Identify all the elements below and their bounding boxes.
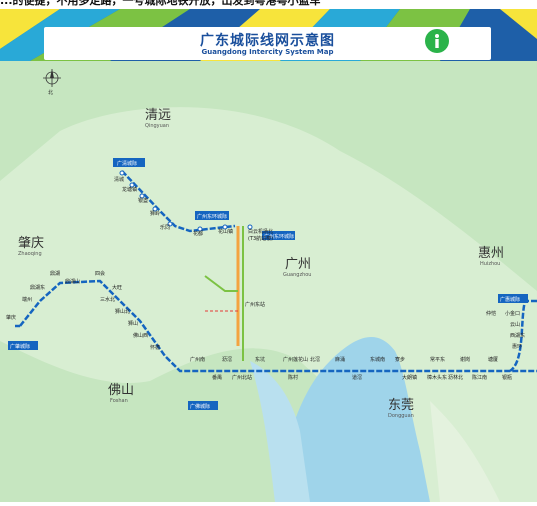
station-duanzhou[interactable]: 端州 — [22, 296, 32, 303]
stations-huizhou: 小金口 云山 西湖东 惠环 陈江南 沥林北 银瓶 樟木头东 仲恺 — [427, 310, 525, 381]
station-machong[interactable]: 麻涌 — [335, 356, 345, 363]
station-huadu[interactable]: 花都 — [193, 230, 203, 237]
map-svg: 北 清远 Qingyuan 肇庆 Zhaoqing 广州 Guangzhou 惠… — [0, 61, 537, 502]
city-foshan: 佛山 — [108, 383, 134, 398]
river-channel — [250, 361, 310, 502]
station-dongchengnan[interactable]: 东城南 — [370, 356, 385, 363]
city-guangzhou: 广州 — [285, 257, 311, 272]
compass-icon — [43, 69, 61, 87]
station-panyu[interactable]: 番禺 — [212, 374, 222, 381]
station-foshanxi[interactable]: 佛山西 — [133, 332, 148, 339]
station-qingcheng[interactable]: 清城 — [114, 176, 124, 183]
station-chencun[interactable]: 陈村 — [288, 374, 298, 381]
station-guangzhoudong[interactable]: 广州东站 — [245, 301, 265, 308]
station-lianhuashan[interactable]: 广州莲花山 — [283, 356, 308, 363]
stations-qingyuan: 清城 龙塘镇 银盏 狮岭 乐同 花都 花山镇 白云机场北 (T3航站楼) — [114, 170, 273, 242]
header-banner: 广东城际线网示意图 Guangdong Intercity System Map — [0, 9, 537, 61]
station-liaobu[interactable]: 寮步 — [395, 356, 405, 363]
station-huihuan[interactable]: 惠环 — [512, 343, 522, 350]
info-icon[interactable] — [425, 29, 449, 53]
city-huizhou-en: Huizhou — [480, 261, 500, 267]
station-lilinbei[interactable]: 沥林北 — [448, 374, 463, 381]
map-canvas: 北 清远 Qingyuan 肇庆 Zhaoqing 广州 Guangzhou 惠… — [0, 61, 537, 502]
city-foshan-en: Foshan — [110, 398, 128, 404]
stations-dongguan: 麻涌 道滘 东城南 寮步 大朗镇 常平东 谢岗 塘厦 — [335, 356, 498, 381]
city-qingyuan: 清远 — [145, 108, 171, 123]
tag-foshan-bg — [188, 401, 218, 410]
airport-link-line — [204, 275, 238, 292]
station-dinghu[interactable]: 鼎湖 — [50, 270, 60, 277]
zhaoqing-route — [19, 279, 537, 373]
line-tags: 广清城际 广州东环城际 广州东环城际 广肇城际 广惠城际 广佛城际 — [8, 158, 528, 410]
station-yinping[interactable]: 银瓶 — [502, 374, 512, 381]
city-zhaoqing-en: Zhaoqing — [18, 251, 42, 257]
station-shishan[interactable]: 狮山 — [128, 320, 138, 327]
city-zhaoqing: 肇庆 — [18, 236, 44, 251]
station-sanshuibei[interactable]: 三水北 — [100, 296, 115, 303]
station-yinzhan[interactable]: 银盏 — [138, 197, 148, 204]
tag-qingyuan-bg — [113, 158, 145, 167]
stations-south: 广州南 沥滘 番禺 广州北站 东坑 广州莲花山 陈村 北滘 — [190, 356, 320, 381]
city-qingyuan-en: Qingyuan — [145, 123, 169, 129]
top-text: ...的便捷，不用多走路，一号城际地铁开放，出发到粤港粤小蓝车 — [0, 0, 321, 7]
tag-zhaoqing-line[interactable]: 广肇城际 — [10, 343, 30, 350]
station-huaide[interactable]: 怀德 — [150, 344, 160, 351]
station-dinghushan[interactable]: 鼎湖山 — [65, 278, 80, 285]
station-beijiao[interactable]: 北滘 — [310, 356, 320, 363]
river-delta — [275, 337, 430, 502]
station-xiaojinkou[interactable]: 小金口 — [505, 310, 520, 317]
station-dinghudong[interactable]: 鼎湖东 — [30, 284, 45, 291]
station-huashanzhen[interactable]: 花山镇 — [218, 228, 233, 235]
station-xiegang[interactable]: 谢岗 — [460, 356, 470, 363]
stations-zhaoqing: 鼎湖 四会 大旺 三水北 狮山北 狮山 佛山西 怀德 肇庆 端州 鼎湖东 鼎湖山 — [6, 270, 160, 351]
station-zhongkai[interactable]: 仲恺 — [486, 310, 496, 317]
station-longtang[interactable]: 龙塘镇 — [122, 186, 137, 193]
station-guangzhoubei[interactable]: 广州北站 — [232, 374, 252, 381]
station-chenjiangnan[interactable]: 陈江南 — [472, 374, 487, 381]
station-lijiao[interactable]: 沥滘 — [222, 356, 232, 363]
city-dongguan-en: Dongguan — [388, 413, 414, 419]
station-dawang[interactable]: 大旺 — [112, 284, 122, 291]
city-dongguan: 东莞 — [388, 398, 414, 413]
city-huizhou: 惠州 — [478, 246, 504, 261]
tag-qingyuan-line[interactable]: 广清城际 — [117, 160, 137, 167]
compass-label: 北 — [48, 89, 53, 96]
tag-zhaoqing-bg — [8, 341, 38, 350]
tag-huizhou-bg — [498, 294, 528, 303]
station-guangzhounan[interactable]: 广州南 — [190, 356, 205, 363]
station-airport-north[interactable]: 白云机场北 — [248, 228, 273, 235]
map-title: 广东城际线网示意图 — [200, 33, 335, 49]
station-sihui[interactable]: 四会 — [95, 270, 105, 277]
city-labels: 清远 Qingyuan 肇庆 Zhaoqing 广州 Guangzhou 惠州 … — [18, 108, 504, 419]
station-shiling[interactable]: 狮岭 — [150, 210, 160, 217]
station-changpingdong[interactable]: 常平东 — [430, 356, 445, 363]
station-yunshan[interactable]: 云山 — [510, 321, 520, 328]
station-tangxia[interactable]: 塘厦 — [488, 356, 498, 363]
station-shishanbei[interactable]: 狮山北 — [115, 308, 130, 315]
station-zhaoqing[interactable]: 肇庆 — [6, 314, 16, 321]
tag-foshan-line[interactable]: 广佛城际 — [190, 403, 210, 410]
airport-note: (T3航站楼) — [248, 235, 273, 242]
tag-huizhou-line[interactable]: 广惠城际 — [500, 296, 520, 303]
station-zhangmutoudong[interactable]: 樟木头东 — [427, 374, 447, 381]
title-box: 广东城际线网示意图 Guangdong Intercity System Map — [44, 27, 491, 60]
map-subtitle: Guangdong Intercity System Map — [201, 48, 334, 56]
tag-ring-a-bg — [195, 211, 229, 220]
city-guangzhou-en: Guangzhou — [283, 272, 311, 278]
land-south — [430, 401, 500, 502]
station-dalangzhen[interactable]: 大朗镇 — [402, 374, 417, 381]
station-dongkeng[interactable]: 东坑 — [255, 356, 265, 363]
tag-guangzhou-ring-b[interactable]: 广州东环城际 — [264, 233, 294, 240]
tag-ring-b-bg — [262, 231, 295, 240]
station-letong[interactable]: 乐同 — [160, 224, 170, 231]
tag-guangzhou-ring-a[interactable]: 广州东环城际 — [197, 213, 227, 220]
station-xihudong[interactable]: 西湖东 — [510, 332, 525, 339]
top-text-bar: ...的便捷，不用多走路，一号城际地铁开放，出发到粤港粤小蓝车 — [0, 0, 537, 9]
qingyuan-route — [121, 170, 236, 233]
station-daojiao[interactable]: 道滘 — [352, 374, 362, 381]
